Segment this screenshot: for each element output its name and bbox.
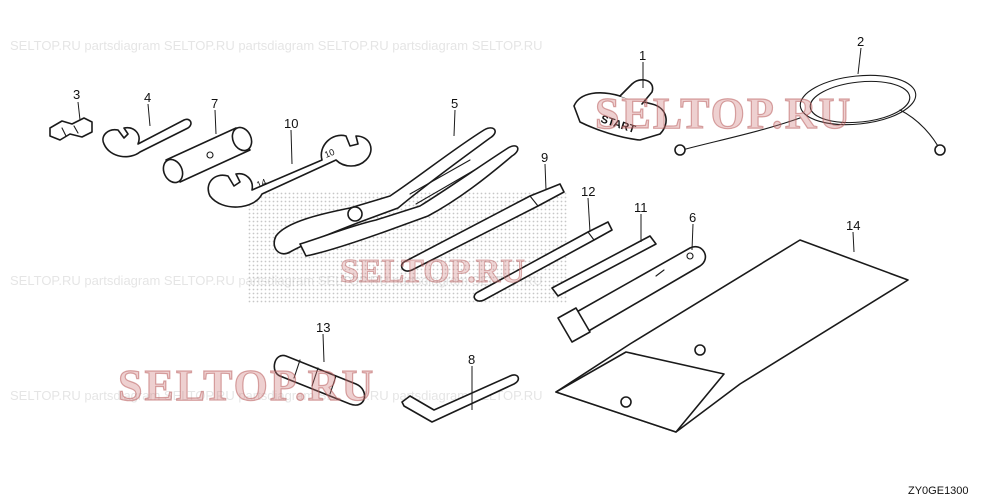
figure-code: ZY0GE1300	[908, 485, 969, 497]
leader-lines	[77, 47, 862, 410]
callout-4: 4	[144, 90, 151, 105]
callout-11: 11	[634, 200, 648, 215]
part-12-screwdriver	[473, 221, 613, 302]
part-11-grip	[551, 235, 657, 297]
callout-labels: 1 2 3 4 7 10 5 9 12 11 6 14 13 8	[73, 34, 864, 367]
svg-text:10: 10	[323, 147, 336, 160]
part-1-start-handle: START	[573, 79, 667, 141]
part-5-pliers	[273, 127, 519, 257]
callout-9: 9	[541, 150, 548, 165]
part-10-double-wrench: 14 10	[207, 134, 372, 208]
callout-14: 14	[846, 218, 860, 233]
part-14-tool-bag	[555, 239, 909, 433]
callout-10: 10	[284, 116, 298, 131]
callout-12: 12	[581, 184, 595, 199]
part-7-socket-tube	[162, 126, 253, 184]
part-3-clip	[49, 117, 93, 141]
callout-2: 2	[857, 34, 864, 49]
callout-6: 6	[689, 210, 696, 225]
watermarks: SELTOP.RU SELTOP.RU SELTOP.RU	[117, 88, 852, 410]
callout-1: 1	[639, 48, 646, 63]
part-8-hex-key	[401, 374, 520, 423]
callout-3: 3	[73, 87, 80, 102]
part-4-small-wrench	[102, 118, 192, 158]
callout-5: 5	[451, 96, 458, 111]
watermark-bottom-left: SELTOP.RU	[118, 361, 375, 410]
callout-13: 13	[316, 320, 330, 335]
watermark-center: SELTOP.RU	[340, 253, 525, 290]
svg-text:SELTOP.RU partsdiagram SELTO: SELTOP.RU partsdiagram SELTOP.RU partsdi…	[10, 38, 543, 53]
part-2-starter-rope	[674, 74, 946, 156]
part-6-plug-wrench	[557, 245, 707, 343]
part-9-screwdriver	[400, 183, 565, 272]
svg-text:14: 14	[255, 177, 268, 190]
part-13-handle	[273, 354, 366, 406]
callout-8: 8	[468, 352, 475, 367]
callout-7: 7	[211, 96, 218, 111]
watermark-top-right: SELTOP.RU	[595, 89, 852, 138]
